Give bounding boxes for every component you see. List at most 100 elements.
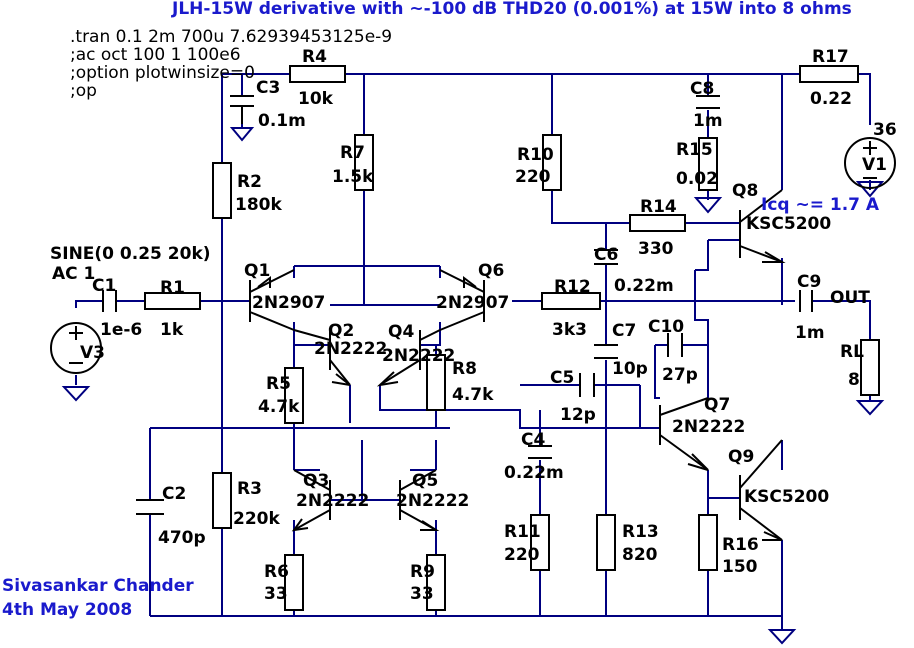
value-r6: 33 [264, 584, 288, 604]
value-r4: 10k [298, 89, 334, 109]
capacitor-c1 [102, 290, 117, 312]
transistor-q6 [439, 269, 485, 331]
capacitor-c8 [696, 95, 720, 109]
label-r13: R13 [622, 522, 659, 542]
transistor-q1 [249, 269, 295, 331]
label-c1: C1 [92, 276, 116, 296]
value-c10: 27p [662, 365, 698, 385]
capacitor-c5 [579, 373, 595, 397]
value-r11: 220 [504, 545, 540, 565]
resistor-r2 [212, 162, 232, 219]
transistor-q8 [739, 189, 786, 263]
capacitor-c6 [594, 249, 618, 265]
label-q9: Q9 [728, 447, 754, 467]
resistor-r3 [212, 472, 232, 529]
resistor-r9 [426, 554, 446, 611]
label-q3: Q3 [303, 471, 329, 491]
label-r17: R17 [812, 47, 849, 67]
value-c8: 1m [693, 111, 723, 131]
capacitor-c10 [667, 333, 683, 357]
voltage-source-v3 [50, 322, 102, 374]
value-c6: 0.22m [614, 276, 674, 296]
label-c5: C5 [550, 368, 574, 388]
resistor-r4 [289, 65, 346, 83]
label-c6: C6 [594, 245, 618, 265]
label-c4: C4 [521, 430, 545, 450]
label-c8: C8 [690, 79, 714, 99]
value-v1: 36 [873, 120, 897, 140]
type-q4: 2N2222 [382, 346, 455, 366]
label-v1: V1 [862, 155, 887, 175]
wires [75, 73, 871, 630]
capacitor-c3 [230, 95, 254, 124]
label-r8: R8 [452, 359, 477, 379]
label-r5: R5 [266, 374, 291, 394]
directive-option: ;option plotwinsize=0 [70, 63, 255, 83]
value-r7: 1.5k [332, 167, 374, 187]
label-r11: R11 [504, 522, 541, 542]
type-q3: 2N2222 [296, 491, 369, 511]
label-q7: Q7 [704, 395, 730, 415]
transistor-q9 [739, 439, 783, 541]
label-c10: C10 [648, 317, 684, 337]
type-q1: 2N2907 [252, 293, 325, 313]
label-r3: R3 [237, 479, 262, 499]
value-c3: 0.1m [258, 111, 306, 131]
type-q9: KSC5200 [744, 487, 829, 507]
icq-note: Icq ~= 1.7 A [761, 195, 880, 215]
value-c9: 1m [795, 323, 825, 343]
resistor-r10 [542, 134, 562, 191]
directive-ac: ;ac oct 100 1 100e6 [70, 45, 241, 65]
resistor-r11 [530, 514, 550, 571]
value-c5: 12p [560, 405, 596, 425]
resistor-r8 [426, 354, 446, 411]
directive-tran: .tran 0.1 2m 700u 7.62939453125e-9 [70, 27, 392, 47]
label-c3: C3 [256, 78, 280, 98]
transistor-q2 [293, 329, 351, 386]
value-r16: 150 [722, 557, 758, 577]
transistor-q7 [659, 397, 709, 471]
type-q5: 2N2222 [396, 491, 469, 511]
label-ac: AC 1 [52, 264, 95, 284]
capacitor-c7 [594, 344, 618, 359]
resistor-r1 [144, 292, 201, 310]
resistor-rl [860, 339, 880, 396]
resistor-r6 [284, 554, 304, 611]
value-r3: 220k [233, 509, 280, 529]
label-q6: Q6 [478, 261, 504, 281]
title: JLH-15W derivative with ~-100 dB THD20 (… [171, 0, 852, 19]
value-r12: 3k3 [552, 320, 587, 340]
transistor-q4 [376, 329, 441, 387]
capacitor-c9 [799, 290, 813, 312]
capacitor-c4 [528, 445, 552, 459]
label-c2: C2 [162, 484, 186, 504]
value-r10: 220 [515, 167, 551, 187]
label-q1: Q1 [244, 261, 270, 281]
label-r6: R6 [264, 562, 289, 582]
value-c1: 1e-6 [100, 320, 142, 340]
label-out: OUT [830, 288, 870, 308]
value-r8: 4.7k [452, 385, 494, 405]
author: Sivasankar Chander [2, 576, 194, 596]
voltage-source-v1 [844, 137, 896, 189]
label-r16: R16 [722, 535, 759, 555]
label-c9: C9 [797, 272, 821, 292]
value-r17: 0.22 [810, 89, 852, 109]
resistor-r7 [354, 134, 374, 191]
label-r2: R2 [237, 172, 262, 192]
label-r12: R12 [554, 277, 591, 297]
resistor-r13 [596, 514, 616, 571]
type-q2: 2N2222 [314, 339, 387, 359]
transistor-q3 [291, 469, 331, 532]
value-c7: 10p [612, 359, 648, 379]
label-r9: R9 [410, 562, 435, 582]
label-r15: R15 [676, 140, 713, 160]
value-r5: 4.7k [258, 397, 300, 417]
resistor-r14 [629, 214, 686, 232]
value-r1: 1k [160, 320, 184, 340]
label-r7: R7 [340, 143, 365, 163]
label-r14: R14 [640, 197, 677, 217]
label-c7: C7 [612, 321, 636, 341]
value-rl: 8 [848, 370, 860, 390]
